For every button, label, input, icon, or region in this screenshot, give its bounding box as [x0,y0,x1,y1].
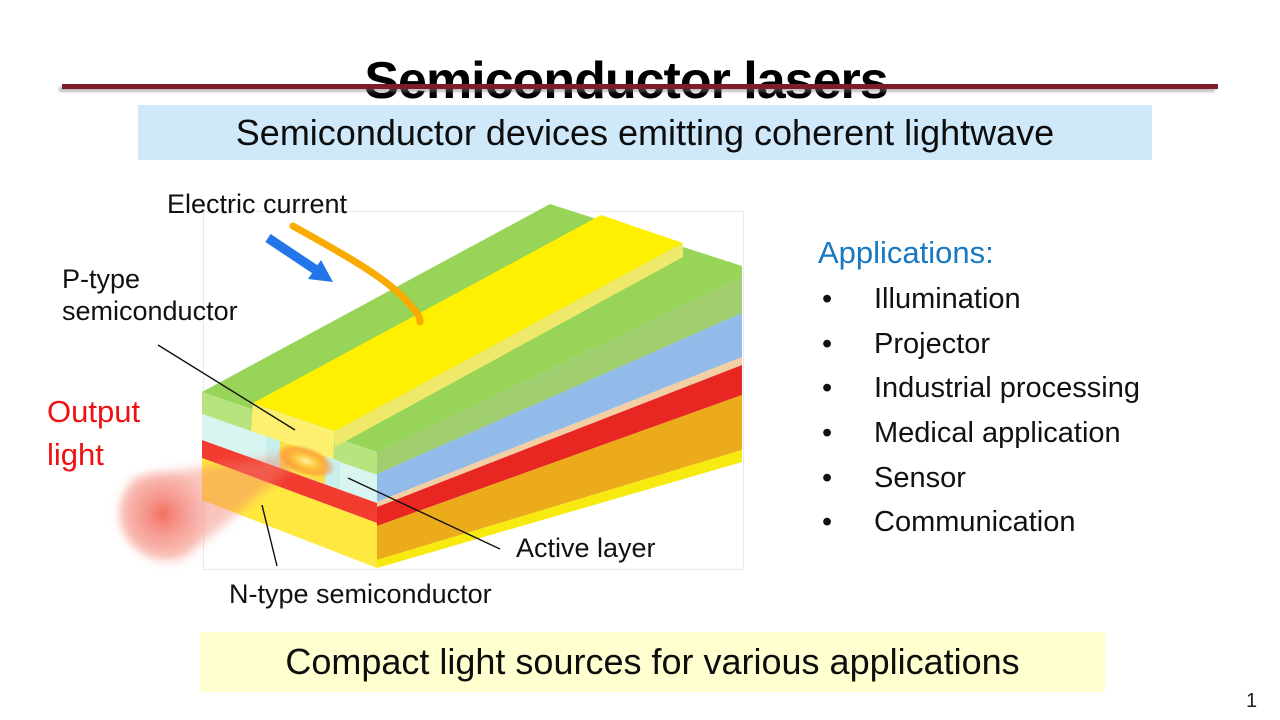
bullet-glyph: • [822,282,833,315]
application-item-label: Industrial processing [874,372,1140,405]
conclusion-banner: Compact light sources for various applic… [200,632,1105,692]
title-divider [62,84,1218,89]
list-item: • Sensor [818,456,1140,501]
application-item-label: Illumination [874,282,1021,315]
list-item: • Industrial processing [818,366,1140,411]
beam-disc-glow [116,467,210,561]
bullet-glyph: • [822,416,833,449]
applications-list: • Illumination • Projector • Industrial pro… [818,277,1140,545]
application-item-label: Communication [874,506,1076,539]
output-light-label: Output light [47,394,141,472]
application-item-label: Medical application [874,416,1121,449]
n-type-semiconductor-label: N-type semiconductor [229,579,492,609]
list-item: • Medical application [818,411,1140,456]
electric-current-label: Electric current [167,189,348,219]
page-title: Semiconductor lasers [364,51,888,110]
application-item-label: Sensor [874,461,966,494]
bullet-glyph: • [822,506,833,539]
subtitle-banner: Semiconductor devices emitting coherent … [138,105,1152,160]
application-item-label: Projector [874,327,991,360]
bullet-glyph: • [822,327,833,360]
list-item: • Projector [818,322,1140,367]
applications-panel: Applications: • Illumination • Projector •… [818,233,1140,545]
page-number: 1 [1246,690,1258,712]
applications-heading: Applications: [818,235,994,270]
p-type-semiconductor-label: P-type semiconductor [62,264,238,327]
list-item: • Communication [818,500,1140,545]
active-layer-label: Active layer [516,533,656,563]
bullet-glyph: • [822,372,833,405]
list-item: • Illumination [818,277,1140,322]
bullet-glyph: • [822,461,833,494]
